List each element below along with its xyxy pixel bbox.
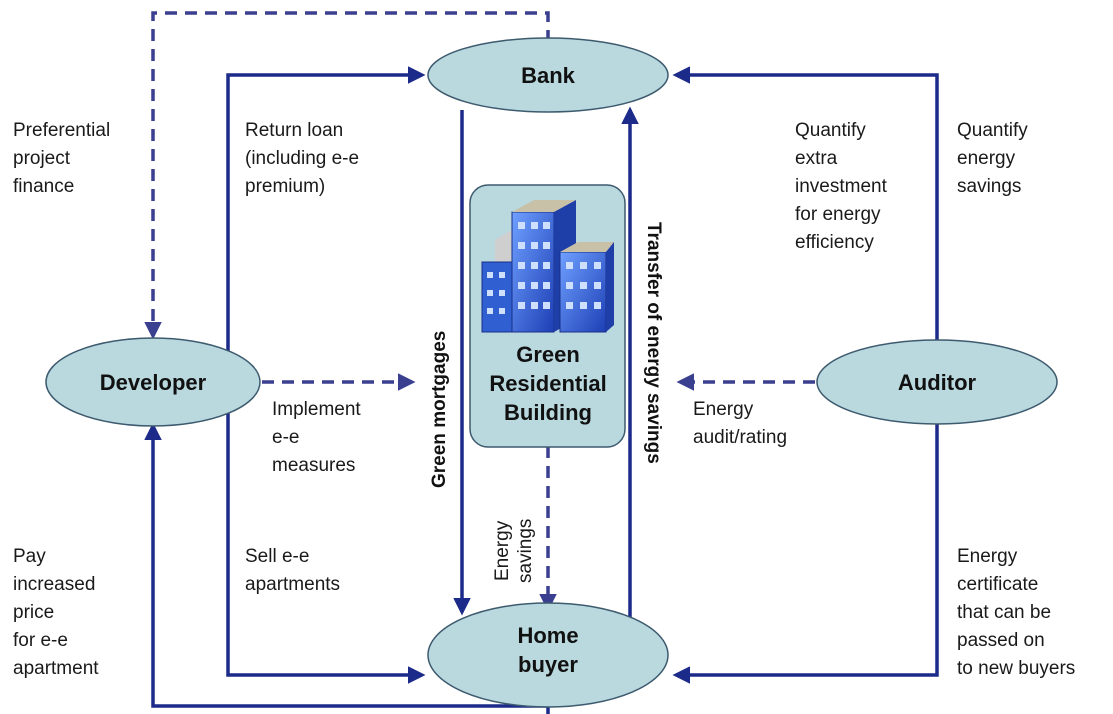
node-green-building: Green Residential Building <box>469 184 626 448</box>
label-line: Quantify <box>957 120 1028 141</box>
label-line: Sell e-e <box>245 546 309 567</box>
label-line: e-e <box>272 427 299 448</box>
label-line: audit/rating <box>693 427 787 448</box>
arrow-return-loan <box>226 66 426 352</box>
label-line: that can be <box>957 602 1051 623</box>
label-line: Preferential <box>13 120 110 141</box>
label-line: Pay <box>13 546 46 567</box>
label-line: passed on <box>957 630 1045 651</box>
label-return-loan: Return loan (including e-e premium) <box>245 120 359 197</box>
node-auditor: Auditor <box>816 339 1058 425</box>
label-line: Implement <box>272 399 361 420</box>
building-label-line2: Residential <box>489 371 606 396</box>
label-line: measures <box>272 455 355 476</box>
label-line: savings <box>515 519 536 583</box>
arrow-preferential-finance <box>144 11 550 340</box>
label-line: increased <box>13 574 95 595</box>
arrow-quantify-savings <box>672 66 939 345</box>
label-line: Return loan <box>245 120 343 141</box>
label-energy-savings-vertical: Energy savings <box>492 519 536 583</box>
label-line: investment <box>795 176 888 197</box>
label-line: energy <box>957 148 1016 169</box>
label-quantify-savings: Quantify energy savings <box>957 120 1028 197</box>
building-icon <box>481 200 614 333</box>
label-line: efficiency <box>795 232 874 253</box>
home-buyer-label-line1: Home <box>517 623 578 648</box>
label-line: apartments <box>245 574 340 595</box>
label-line: premium) <box>245 176 325 197</box>
label-pay-increased: Pay increased price for e-e apartment <box>13 546 99 679</box>
label-line: for e-e <box>13 630 68 651</box>
arrow-sell-apartments <box>226 412 426 684</box>
label-line: Quantify <box>795 120 866 141</box>
label-implement-measures: Implement e-e measures <box>272 399 361 476</box>
label-line: price <box>13 602 54 623</box>
label-line: project <box>13 148 71 169</box>
label-line: apartment <box>13 658 99 679</box>
label-energy-certificate: Energy certificate that can be passed on… <box>957 546 1075 679</box>
label-line: Energy <box>492 520 513 581</box>
label-sell-apartments: Sell e-e apartments <box>245 546 340 595</box>
label-line: (including e-e <box>245 148 359 169</box>
label-line: extra <box>795 148 838 169</box>
building-label-line3: Building <box>504 400 592 425</box>
label-line: savings <box>957 176 1021 197</box>
label-line: Energy <box>957 546 1018 567</box>
node-home-buyer: Home buyer <box>427 602 669 708</box>
label-line: certificate <box>957 574 1038 595</box>
label-preferential-finance: Preferential project finance <box>13 120 110 197</box>
label-line: to new buyers <box>957 658 1075 679</box>
developer-label: Developer <box>100 370 207 395</box>
label-energy-audit: Energy audit/rating <box>693 399 787 448</box>
home-buyer-label-line2: buyer <box>518 652 578 677</box>
node-developer: Developer <box>45 337 261 427</box>
node-bank: Bank <box>427 37 669 113</box>
label-transfer-savings: Transfer of energy savings <box>643 222 664 464</box>
bank-label: Bank <box>521 63 576 88</box>
label-line: for energy <box>795 204 881 225</box>
label-quantify-investment: Quantify extra investment for energy eff… <box>795 120 888 253</box>
arrow-energy-certificate <box>672 420 939 684</box>
label-line: Energy <box>693 399 754 420</box>
building-label-line1: Green <box>516 342 580 367</box>
auditor-label: Auditor <box>898 370 977 395</box>
label-green-mortgages: Green mortgages <box>429 331 450 488</box>
label-line: finance <box>13 176 74 197</box>
